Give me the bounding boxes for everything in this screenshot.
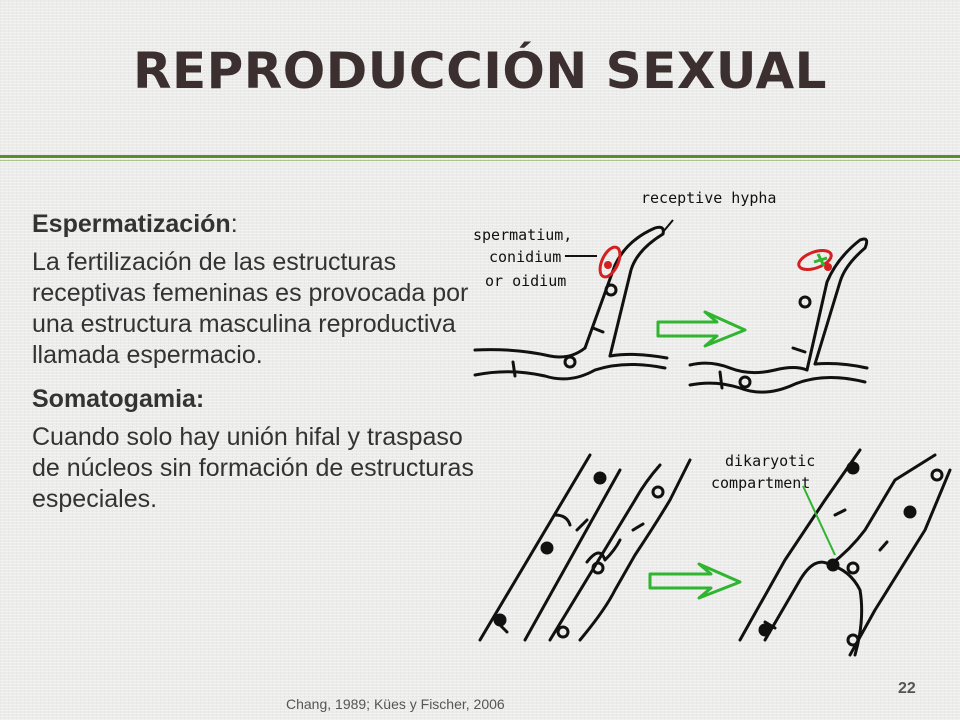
label-spermatium: spermatium, (473, 226, 572, 244)
citation: Chang, 1989; Kües y Fischer, 2006 (286, 696, 505, 712)
nucleus (758, 623, 772, 637)
label-receptive-hypha: receptive hypha (641, 189, 776, 207)
label-conidium: conidium (489, 248, 561, 266)
nucleus (651, 485, 665, 499)
nucleus (903, 505, 917, 519)
slide-title: REPRODUCCIÓN SEXUAL (133, 42, 827, 100)
label-dikaryotic: dikaryotic (725, 452, 815, 470)
nucleus (556, 625, 570, 639)
nucleus-red (824, 263, 832, 271)
heading-text: Espermatización (32, 210, 231, 238)
nucleus (593, 471, 607, 485)
section-body-somatogamia: Cuando solo hay unión hifal y traspaso d… (32, 423, 474, 513)
nucleus (826, 558, 840, 572)
section-heading-espermatizacion: Espermatización: (32, 210, 482, 239)
label-compartment: compartment (711, 474, 810, 492)
green-arrow-icon (656, 310, 747, 348)
receptive-hypha-right (791, 237, 869, 372)
nucleus (846, 561, 860, 575)
nucleus (493, 613, 507, 627)
base-hypha-right (688, 361, 869, 394)
label-oidium: or oidium (485, 272, 566, 290)
nucleus (846, 633, 860, 647)
dikaryotic-pointer (802, 485, 836, 556)
nucleus (930, 468, 944, 482)
spermatium-outline-left (598, 245, 622, 279)
nucleus (540, 541, 554, 555)
nucleus (798, 295, 812, 309)
section-body-espermatizacion: La fertilización de las estructuras rece… (32, 248, 469, 369)
page-number: 22 (898, 680, 916, 697)
plus-icon (813, 253, 828, 267)
nucleus (591, 561, 605, 575)
receptive-hypha-left (583, 225, 665, 358)
title-divider (0, 155, 960, 158)
hyphae-pair-left (478, 453, 692, 642)
nucleus (846, 461, 860, 475)
heading-suffix: : (230, 210, 238, 238)
nucleus (563, 355, 577, 369)
nucleus-red (604, 261, 612, 269)
fungal-reproduction-diagram: receptive hypha spermatium, conidium or … (473, 189, 952, 657)
spermatium-outline-right (797, 248, 833, 272)
base-hypha-left (473, 346, 669, 381)
nucleus (604, 283, 618, 297)
section-heading-somatogamia: Somatogamia: (32, 385, 205, 413)
text-content: Espermatización: La fertilización de las… (32, 210, 482, 527)
title-divider-light (0, 160, 960, 161)
receptive-hypha-pointer (662, 219, 674, 233)
nucleus (738, 375, 752, 389)
green-arrow-icon (648, 562, 742, 600)
